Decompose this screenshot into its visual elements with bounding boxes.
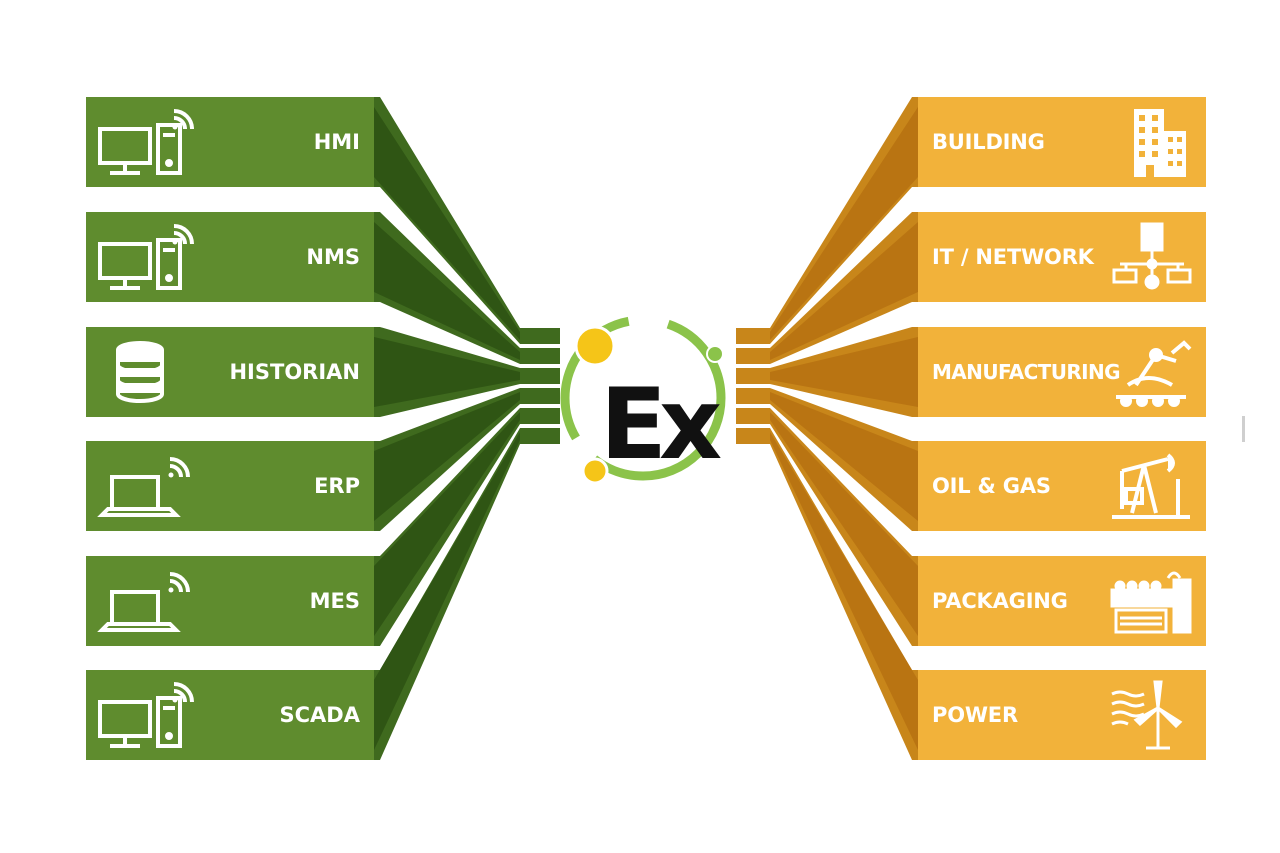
hub-ring-outer bbox=[560, 315, 726, 481]
right-box-label: IT / NETWORK bbox=[932, 245, 1094, 269]
hub-disc bbox=[573, 328, 713, 468]
right-box-label: MANUFACTURING bbox=[932, 360, 1121, 384]
hub-text: Ex bbox=[600, 368, 721, 482]
building-icon bbox=[1106, 105, 1196, 179]
hub-dot-right bbox=[706, 345, 724, 363]
network-icon bbox=[1106, 220, 1196, 294]
right-box-building: BUILDING bbox=[918, 97, 1206, 187]
right-connector-shade bbox=[770, 432, 918, 750]
right-connector-shade bbox=[770, 337, 918, 407]
database-icon bbox=[94, 335, 204, 409]
left-connector-shade bbox=[374, 107, 520, 340]
left-connector-shade bbox=[374, 337, 520, 407]
right-box-label: POWER bbox=[932, 703, 1018, 727]
left-box-nms: NMS bbox=[86, 212, 374, 302]
right-connector-shade bbox=[770, 412, 918, 636]
left-connector bbox=[374, 428, 560, 760]
hub-logo: Ex bbox=[538, 306, 758, 496]
right-box-it-network: IT / NETWORK bbox=[918, 212, 1206, 302]
left-connector-shade bbox=[374, 412, 520, 636]
right-box-label: BUILDING bbox=[932, 130, 1045, 154]
laptop-wireless-icon bbox=[94, 449, 204, 523]
left-box-label: SCADA bbox=[279, 703, 360, 727]
left-box-erp: ERP bbox=[86, 441, 374, 531]
right-box-power: POWER bbox=[918, 670, 1206, 760]
conveyor-icon bbox=[1106, 564, 1196, 638]
left-box-scada: SCADA bbox=[86, 670, 374, 760]
desktop-wireless-icon bbox=[94, 678, 204, 752]
left-box-label: ERP bbox=[314, 474, 360, 498]
right-connector-shade bbox=[770, 222, 918, 360]
hub-dot-bottom bbox=[581, 457, 609, 485]
left-connector-shade bbox=[374, 432, 520, 750]
left-box-label: HISTORIAN bbox=[229, 360, 360, 384]
left-box-label: HMI bbox=[313, 130, 360, 154]
right-connector bbox=[736, 212, 918, 364]
right-box-oil-gas: OIL & GAS bbox=[918, 441, 1206, 531]
right-box-label: OIL & GAS bbox=[932, 474, 1051, 498]
right-connector-shade bbox=[770, 107, 918, 340]
pumpjack-icon bbox=[1106, 449, 1196, 523]
left-box-label: MES bbox=[309, 589, 360, 613]
left-box-mes: MES bbox=[86, 556, 374, 646]
right-connector bbox=[736, 408, 918, 646]
right-box-manufacturing: MANUFACTURING bbox=[918, 327, 1206, 417]
left-connector-shade bbox=[374, 222, 520, 360]
left-connector-shade bbox=[374, 392, 520, 521]
right-box-label: PACKAGING bbox=[932, 589, 1068, 613]
right-connector-shade bbox=[770, 392, 918, 521]
left-box-historian: HISTORIAN bbox=[86, 327, 374, 417]
wind-turbine-icon bbox=[1106, 678, 1196, 752]
right-connector bbox=[736, 388, 918, 531]
hub-dot-top bbox=[574, 325, 616, 367]
desktop-wireless-icon bbox=[94, 105, 204, 179]
robot-arm-icon bbox=[1106, 335, 1196, 409]
left-box-label: NMS bbox=[306, 245, 360, 269]
left-connector bbox=[374, 97, 560, 344]
laptop-wireless-icon bbox=[94, 564, 204, 638]
right-connector bbox=[736, 97, 918, 344]
desktop-wireless-icon bbox=[94, 220, 204, 294]
edge-mark bbox=[1242, 416, 1245, 442]
left-box-hmi: HMI bbox=[86, 97, 374, 187]
right-box-packaging: PACKAGING bbox=[918, 556, 1206, 646]
right-connector bbox=[736, 428, 918, 760]
